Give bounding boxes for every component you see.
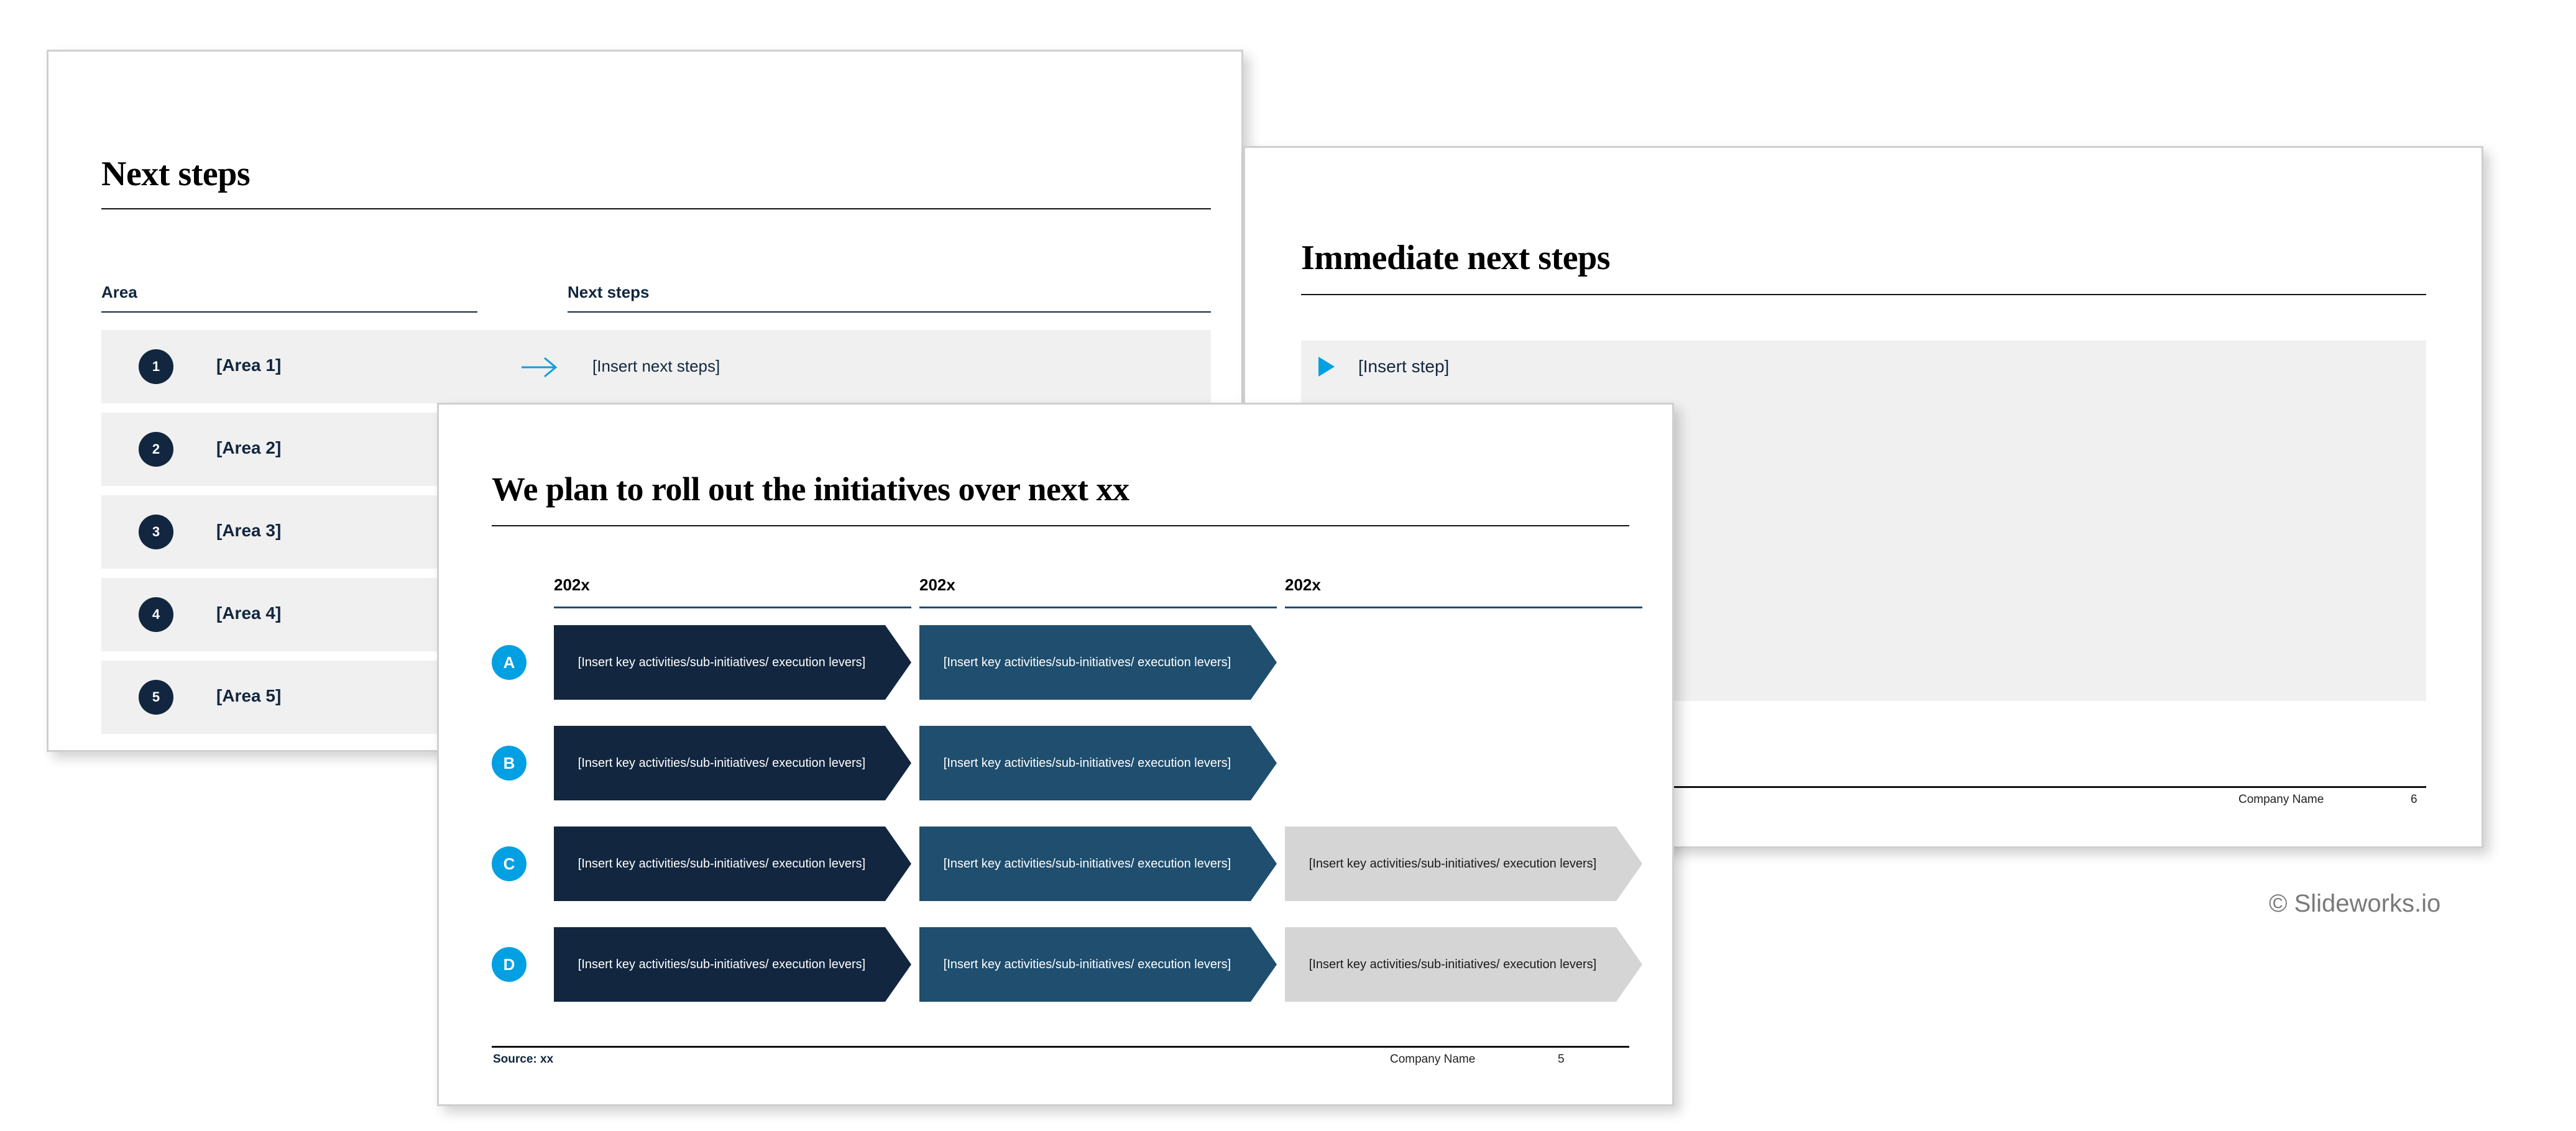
- row-letter-badge: D: [492, 947, 527, 982]
- arrow-right-icon: [521, 355, 559, 380]
- chevron-phase[interactable]: [Insert key activities/sub-initiatives/ …: [554, 826, 911, 901]
- chevron-phase[interactable]: [Insert key activities/sub-initiatives/ …: [554, 726, 911, 800]
- list-item-label: [Insert step]: [1358, 357, 1450, 376]
- row-area-label: [Area 2]: [216, 438, 282, 457]
- slideworks-watermark: © Slideworks.io: [2269, 890, 2441, 917]
- timeline-period-divider: [554, 607, 911, 608]
- row-number-badge: 2: [139, 432, 173, 467]
- column-header-next-steps-divider: [568, 311, 1211, 313]
- chevron-phase-label: [Insert key activities/sub-initiatives/ …: [1309, 957, 1597, 971]
- column-header-area: Area: [101, 283, 137, 301]
- triangle-bullet-icon: [1318, 357, 1335, 377]
- chevron-phase-label: [Insert key activities/sub-initiatives/ …: [943, 856, 1231, 871]
- timeline-period-label: 202x: [1285, 575, 1321, 594]
- title-divider: [1301, 294, 2426, 295]
- page-title: Next steps: [101, 155, 251, 193]
- chevron-phase-label: [Insert key activities/sub-initiatives/ …: [577, 856, 866, 871]
- roadmap-row[interactable]: B [Insert key activities/sub-initiatives/…: [439, 726, 1672, 800]
- list-item[interactable]: [Insert step]: [1318, 354, 1449, 379]
- row-letter-badge: B: [492, 746, 527, 781]
- timeline-period-label: 202x: [919, 575, 955, 594]
- row-next-steps-label: [Insert next steps]: [592, 357, 720, 375]
- chevron-phase[interactable]: [Insert key activities/sub-initiatives/ …: [919, 826, 1277, 901]
- footer-company-name: Company Name: [1390, 1053, 1476, 1066]
- row-letter-badge: C: [492, 846, 527, 881]
- timeline-period-label: 202x: [554, 575, 590, 594]
- page-title: We plan to roll out the initiatives over…: [492, 470, 1129, 508]
- chevron-phase-label: [Insert key activities/sub-initiatives/ …: [943, 655, 1231, 669]
- title-divider: [492, 525, 1629, 526]
- chevron-phase[interactable]: [Insert key activities/sub-initiatives/ …: [919, 625, 1277, 700]
- row-number-badge: 3: [139, 515, 173, 549]
- title-divider: [101, 208, 1211, 209]
- chevron-phase-label: [Insert key activities/sub-initiatives/ …: [577, 756, 866, 770]
- table-row[interactable]: [101, 330, 1211, 403]
- chevron-phase[interactable]: [Insert key activities/sub-initiatives/ …: [554, 927, 911, 1002]
- chevron-phase[interactable]: [Insert key activities/sub-initiatives/ …: [919, 927, 1277, 1002]
- footer-divider: [1301, 786, 2426, 788]
- row-number-badge: 1: [139, 349, 173, 384]
- chevron-phase[interactable]: [Insert key activities/sub-initiatives/ …: [1285, 826, 1642, 901]
- row-area-label: [Area 5]: [216, 686, 282, 705]
- chevron-phase-label: [Insert key activities/sub-initiatives/ …: [577, 957, 866, 971]
- footer-company-name: Company Name: [2238, 793, 2324, 806]
- row-area-label: [Area 3]: [216, 521, 282, 540]
- slide-rollout-roadmap[interactable]: We plan to roll out the initiatives over…: [437, 403, 1674, 1106]
- roadmap-row[interactable]: C [Insert key activities/sub-initiatives/…: [439, 826, 1672, 901]
- column-header-next-steps: Next steps: [568, 283, 650, 301]
- chevron-phase-label: [Insert key activities/sub-initiatives/ …: [577, 655, 866, 669]
- row-number-badge: 5: [139, 680, 173, 715]
- column-header-area-divider: [101, 311, 477, 313]
- roadmap-row[interactable]: A [Insert key activities/sub-initiatives/…: [439, 625, 1672, 700]
- row-area-label: [Area 4]: [216, 603, 282, 623]
- chevron-phase[interactable]: [Insert key activities/sub-initiatives/ …: [919, 726, 1277, 800]
- footer-page-number: 5: [1558, 1053, 1565, 1066]
- row-number-badge: 4: [139, 597, 173, 632]
- footer-divider: [492, 1046, 1629, 1048]
- chevron-phase-label: [Insert key activities/sub-initiatives/ …: [943, 756, 1231, 770]
- timeline-period-divider: [919, 607, 1277, 608]
- roadmap-row[interactable]: D [Insert key activities/sub-initiatives/…: [439, 927, 1672, 1002]
- chevron-phase[interactable]: [Insert key activities/sub-initiatives/ …: [554, 625, 911, 700]
- footer-source: Source: xx: [493, 1053, 554, 1066]
- chevron-phase[interactable]: [Insert key activities/sub-initiatives/ …: [1285, 927, 1642, 1002]
- page-title: Immediate next steps: [1301, 239, 1611, 277]
- row-letter-badge: A: [492, 645, 527, 680]
- row-area-label: [Area 1]: [216, 355, 282, 375]
- footer-page-number: 6: [2411, 793, 2417, 806]
- timeline-period-divider: [1285, 607, 1642, 608]
- chevron-phase-label: [Insert key activities/sub-initiatives/ …: [943, 957, 1231, 971]
- chevron-phase-label: [Insert key activities/sub-initiatives/ …: [1309, 856, 1597, 871]
